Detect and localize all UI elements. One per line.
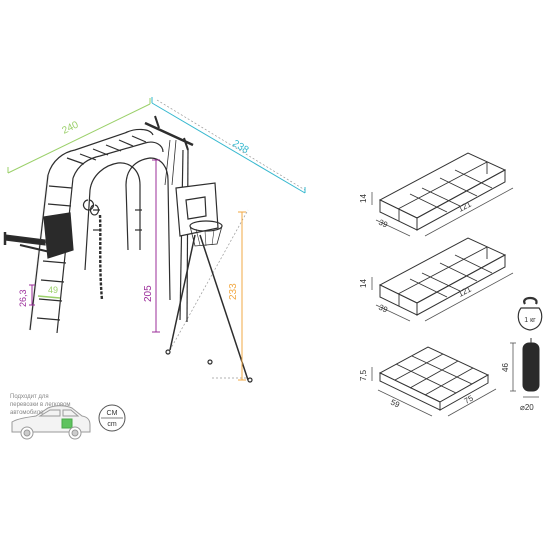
climbing-rope <box>98 214 104 301</box>
car-note: Подходит для перевозки в легковом автомо… <box>10 394 71 416</box>
pull-up-bar <box>144 115 194 151</box>
units-bottom: cm <box>107 421 117 428</box>
dim-height-bar-label: 205 <box>143 285 154 302</box>
package-box-2: 14 39 121 <box>359 237 514 322</box>
dim-width-label: 240 <box>60 119 80 136</box>
dim-step-height: 26,3 <box>18 284 35 307</box>
basketball-stand <box>169 149 249 381</box>
package-box-3: 7,5 59 75 <box>359 346 497 417</box>
monkey-bars <box>47 128 164 179</box>
dim-depth-label: 238 <box>230 138 250 156</box>
weight-diameter: ⌀20 <box>520 403 534 412</box>
punching-bag-icon: 46 ⌀20 <box>501 338 540 412</box>
box2-height: 14 <box>359 279 368 288</box>
box1-width: 39 <box>377 218 389 230</box>
dim-step-width-label: 49 <box>48 285 58 295</box>
units-top: CM <box>107 410 118 417</box>
kettlebell-icon: 1 кг <box>517 296 543 331</box>
playground-frame <box>3 99 306 383</box>
car-note-line2: перевозки в легковом <box>10 402 71 408</box>
dim-depth: 238 <box>151 97 306 194</box>
package-box-1: 14 39 121 <box>359 152 514 237</box>
box2-width: 39 <box>377 303 389 315</box>
middle-arch <box>84 157 171 301</box>
dim-step-height-label: 26,3 <box>18 289 28 307</box>
car-note-line1: Подходит для <box>10 394 49 400</box>
gym-rings <box>82 199 100 216</box>
box1-height: 14 <box>359 194 368 203</box>
ground-guides <box>156 99 306 379</box>
units-badge: CM cm <box>98 404 126 432</box>
car-note-line3: автомобиле <box>10 410 44 416</box>
dip-station <box>3 212 74 259</box>
dim-height-total: 233 <box>228 211 246 381</box>
swing-chain <box>164 139 177 186</box>
dim-height-total-label: 233 <box>228 283 239 300</box>
weight-mass: 1 кг <box>524 317 536 324</box>
box3-height: 7,5 <box>359 369 368 381</box>
car-icon <box>11 405 91 440</box>
box3-width: 59 <box>389 398 401 410</box>
base-plates <box>165 349 253 383</box>
weight-height: 46 <box>501 363 510 372</box>
dim-step-width: 49 <box>37 285 61 299</box>
dim-height-bar: 205 <box>143 159 160 333</box>
